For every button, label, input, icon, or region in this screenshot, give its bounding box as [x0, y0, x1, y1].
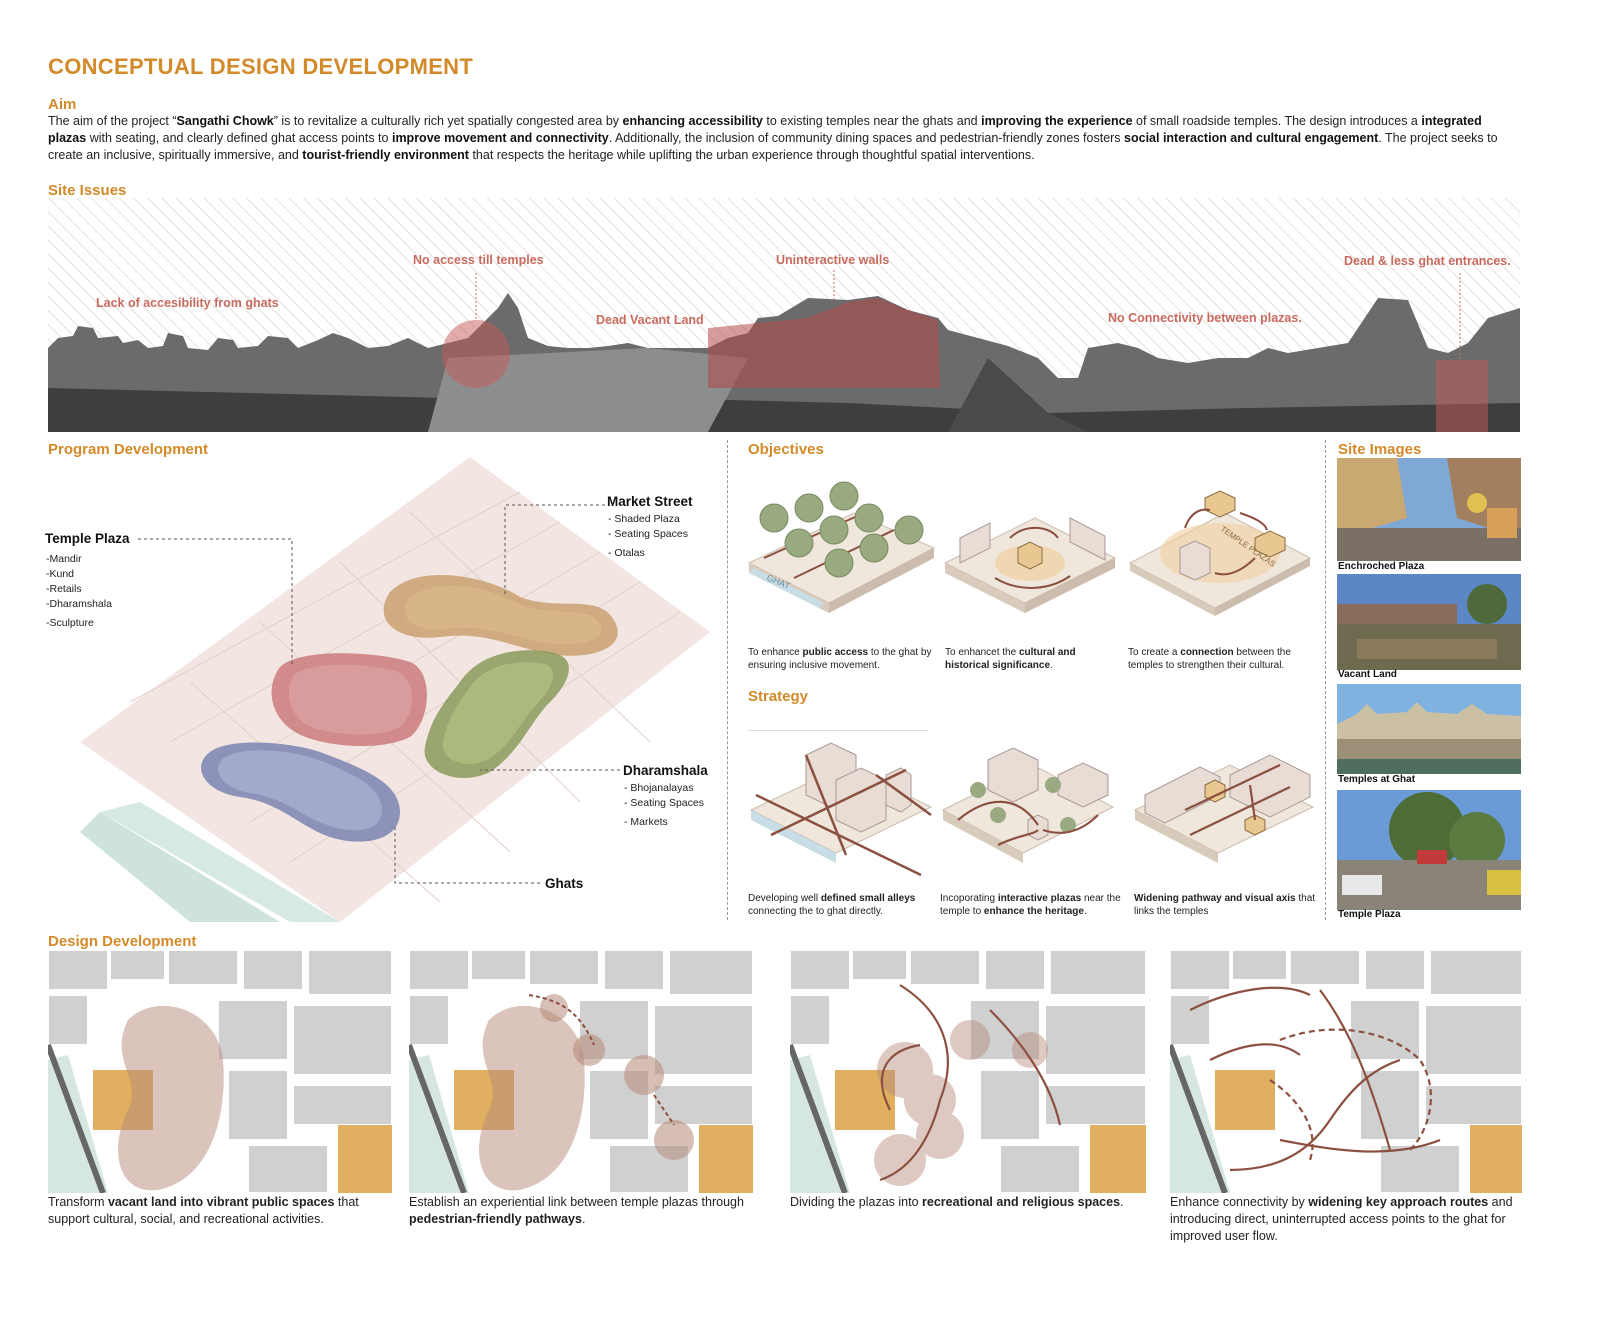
issue-highlight-wall — [708, 298, 940, 388]
objective-caption-3: To create a connection between the templ… — [1128, 647, 1291, 671]
market-street-plaza — [383, 575, 618, 656]
list-item: - Seating Spaces — [624, 797, 704, 809]
site-photo-temples-at-ghat — [1337, 684, 1521, 774]
temple-plaza-list: -Mandir -Kund -Retails -Dharamshala -Scu… — [46, 552, 112, 631]
list-item: - Bhojanalayas — [624, 782, 694, 794]
objective-temple-plazas-diagram: TEMPLE PLAZAS — [1128, 490, 1312, 616]
page-title: CONCEPTUAL DESIGN DEVELOPMENT — [48, 54, 474, 79]
list-item: - Otalas — [608, 547, 645, 559]
list-item: - Markets — [624, 816, 668, 828]
site-issues-panorama — [48, 198, 1520, 432]
list-item: - Seating Spaces — [608, 528, 688, 540]
market-street-title: Market Street — [607, 494, 693, 509]
objective-caption-2: To enhancet the cultural and historical … — [945, 647, 1076, 671]
program-axonometric-map — [80, 457, 710, 922]
dharamshala-zone — [424, 650, 569, 778]
issue-label-dead-ghat: Dead & less ghat entrances. — [1344, 254, 1511, 268]
issue-label-uninteractive: Uninteractive walls — [776, 253, 890, 267]
objective-ghat-trees-diagram: GHAT — [747, 481, 936, 613]
issue-label-dead-vacant: Dead Vacant Land — [596, 313, 704, 327]
divider — [1325, 440, 1326, 920]
program-heading: Program Development — [48, 441, 209, 458]
aim-heading: Aim — [48, 96, 77, 113]
dharamshala-title: Dharamshala — [623, 763, 708, 778]
site-photo-caption: Enchroched Plaza — [1338, 561, 1425, 572]
strategy-alleys-diagram — [749, 742, 933, 877]
site-issues-heading: Site Issues — [48, 182, 127, 199]
list-item: - Shaded Plaza — [608, 513, 680, 525]
list-item: -Retails — [46, 583, 82, 595]
market-street-list: - Shaded Plaza - Seating Spaces - Otalas — [608, 512, 688, 561]
design-dev-heading: Design Development — [48, 933, 197, 950]
list-item: -Kund — [46, 568, 75, 580]
list-item: -Dharamshala — [46, 598, 112, 610]
site-photo-temple-plaza — [1337, 790, 1521, 910]
list-item: -Mandir — [46, 553, 82, 565]
design-dev-map-1 — [48, 950, 392, 1193]
objective-temple-diagram — [943, 517, 1117, 613]
issue-highlight-ghat — [1436, 360, 1488, 432]
ghats-title: Ghats — [545, 876, 584, 891]
issue-label-no-access-temples: No access till temples — [413, 253, 544, 267]
design-dev-map-4 — [1170, 950, 1522, 1193]
ghats-zone — [201, 742, 400, 842]
list-item: -Sculpture — [46, 617, 94, 629]
issue-label-lack-access: Lack of accesibility from ghats — [96, 296, 279, 310]
site-images-heading: Site Images — [1338, 441, 1422, 458]
issue-highlight-circle — [442, 320, 510, 388]
strategy-heading: Strategy — [748, 688, 809, 705]
site-photo-caption: Temple Plaza — [1338, 909, 1401, 920]
divider — [748, 730, 928, 731]
temple-plaza-title: Temple Plaza — [45, 531, 130, 546]
dharamshala-list: - Bhojanalayas - Seating Spaces - Market… — [624, 781, 704, 830]
site-photo-caption: Vacant Land — [1338, 669, 1397, 680]
objective-caption-1: To enhance public access to the ghat by … — [748, 647, 932, 671]
strategy-caption-1: Developing well defined small alleys con… — [748, 893, 916, 917]
objectives-heading: Objectives — [748, 441, 824, 458]
temple-plaza-zone — [271, 653, 427, 747]
design-dev-caption-1: Transform vacant land into vibrant publi… — [48, 1195, 359, 1226]
divider — [727, 440, 728, 920]
issue-label-no-connectivity: No Connectivity between plazas. — [1108, 311, 1302, 325]
site-photo-caption: Temples at Ghat — [1338, 774, 1416, 785]
strategy-caption-3: Widening pathway and visual axis that li… — [1134, 893, 1316, 917]
strategy-widening-pathway-diagram — [1133, 754, 1315, 863]
design-dev-map-3 — [790, 950, 1146, 1193]
design-dev-caption-2: Establish an experiential link between t… — [409, 1195, 744, 1226]
design-dev-map-2 — [409, 950, 753, 1193]
design-dev-caption-4: Enhance connectivity by widening key app… — [1170, 1195, 1513, 1243]
site-photo-vacant-land — [1337, 574, 1521, 670]
strategy-caption-2: Incoporating interactive plazas near the… — [940, 893, 1121, 917]
site-photo-enchroched-plaza — [1337, 458, 1521, 561]
aim-paragraph: The aim of the project “Sangathi Chowk” … — [48, 114, 1498, 162]
strategy-interactive-plazas-diagram — [941, 747, 1115, 863]
design-dev-caption-3: Dividing the plazas into recreational an… — [790, 1195, 1124, 1209]
